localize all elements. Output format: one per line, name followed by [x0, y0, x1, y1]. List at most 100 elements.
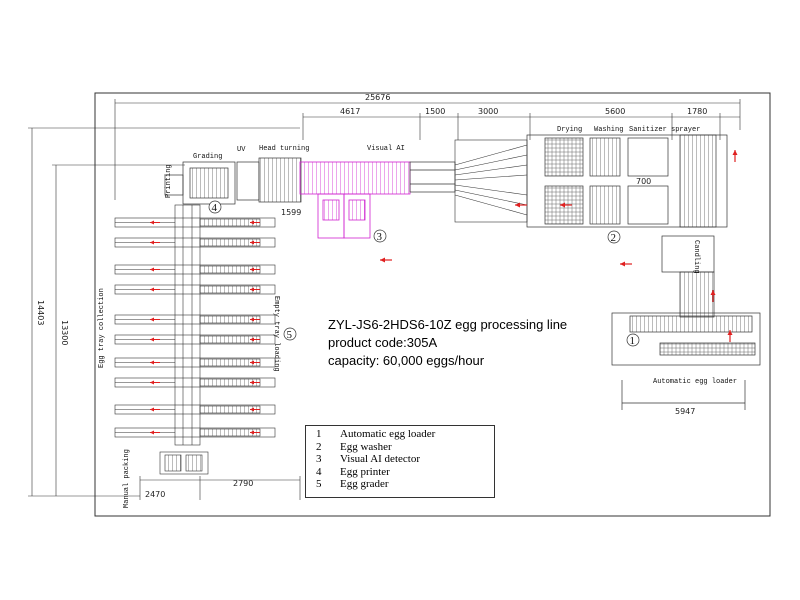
dim-700: 700: [636, 177, 651, 186]
top-dimension-lines: [114, 99, 741, 200]
flow-arrow-head: [150, 407, 154, 412]
flow-arrow-head: [150, 267, 154, 272]
flow-arrow-head: [250, 337, 254, 342]
grader-spine: [174, 204, 201, 446]
flow-arrow-head: [150, 317, 154, 322]
marker-1: 1: [630, 335, 636, 347]
legend-item-text: Egg printer: [340, 465, 390, 478]
flow-arrow-head: [250, 267, 254, 272]
label-drying: Drying: [557, 126, 582, 134]
flow-arrow-head: [732, 150, 738, 155]
legend-item-text: Egg washer: [340, 440, 392, 453]
marker-4-circle: [208, 200, 222, 214]
head-turning-unit: [236, 157, 302, 203]
flow-arrow-head: [727, 330, 733, 335]
legend-item-number: 2: [316, 440, 322, 453]
line-title-block: ZYL-JS6-2HDS6-10Z egg processing line pr…: [328, 316, 567, 370]
printer-station: [164, 161, 236, 205]
label-uv: UV: [237, 146, 246, 154]
marker-2: 2: [611, 232, 617, 244]
flow-arrow-head: [150, 287, 154, 292]
collection-lane-arrows: [150, 220, 260, 435]
flow-arrow-head: [620, 261, 625, 267]
collection-lanes: [114, 217, 276, 438]
legend-item: 2 Egg washer: [316, 441, 494, 454]
flow-arrow-head: [150, 360, 154, 365]
marker-5-circle: [283, 327, 297, 341]
legend-item: 3 Visual AI detector: [316, 453, 494, 466]
legend-box: 1 Automatic egg loader 2 Egg washer 3 Visua…: [305, 425, 495, 498]
egg-loader: [611, 312, 761, 410]
product-code: product code:305A: [328, 335, 438, 350]
dim-5947: 5947: [675, 407, 695, 416]
marker-2-circle: [607, 230, 621, 244]
flow-arrow-head: [150, 337, 154, 342]
label-visual-ai: Visual AI: [367, 145, 405, 153]
label-candling: Candling: [692, 240, 700, 274]
flow-arrow-head: [150, 240, 154, 245]
label-grading: Grading: [193, 153, 222, 161]
legend-item-text: Egg grader: [340, 478, 389, 490]
manual-packing-area: [139, 451, 301, 500]
legend-item: 4 Egg printer: [316, 466, 494, 479]
marker-1-circle: [626, 333, 640, 347]
label-printing: Printing: [165, 164, 173, 198]
flow-arrow-head: [250, 430, 254, 435]
dim-inner-height: 13300: [60, 320, 69, 345]
flow-arrow-head: [150, 220, 154, 225]
flow-arrow-head: [250, 360, 254, 365]
dim-overall-width: 25676: [365, 93, 390, 102]
legend-item-text: Visual AI detector: [340, 453, 420, 465]
flow-arrow-head: [515, 202, 520, 208]
dim-overall-height: 14403: [36, 300, 45, 325]
candling-unit: [661, 235, 715, 318]
connector-conveyor: [409, 161, 456, 193]
marker-5: 5: [287, 329, 293, 341]
flow-arrow-head: [250, 240, 254, 245]
flow-arrow-head: [150, 430, 154, 435]
flow-arrow-head: [250, 317, 254, 322]
dim-1500: 1500: [425, 107, 445, 116]
capacity-text: capacity: 60,000 eggs/hour: [328, 353, 485, 368]
label-head-turning: Head turning: [259, 145, 309, 153]
label-sanitizer-sprayer: Sanitizer sprayer: [629, 126, 700, 134]
legend-item: 5 Egg grader: [316, 478, 494, 491]
label-washing: Washing: [594, 126, 623, 134]
label-empty-tray-loading: Empty tray loading: [272, 296, 280, 372]
left-dimension-lines: [28, 127, 300, 497]
dim-2790: 2790: [233, 479, 253, 488]
flow-arrow-head: [710, 290, 716, 295]
label-manual-packing: Manual packing: [123, 449, 131, 508]
dim-5600: 5600: [605, 107, 625, 116]
dim-1780: 1780: [687, 107, 707, 116]
line-model-title: ZYL-JS6-2HDS6-10Z egg processing line: [328, 317, 568, 332]
legend-item-text: Automatic egg loader: [340, 428, 436, 440]
flow-arrows: [380, 150, 738, 342]
legend-item-number: 1: [316, 428, 322, 440]
flow-arrow-head: [250, 220, 254, 225]
legend-item-number: 4: [316, 465, 322, 478]
flow-arrow-head: [250, 407, 254, 412]
flow-arrow-head: [380, 257, 385, 263]
dim-2470: 2470: [145, 490, 165, 499]
flow-arrow-head: [250, 287, 254, 292]
marker-3: 3: [377, 231, 383, 243]
dim-3000: 3000: [478, 107, 498, 116]
converging-conveyor: [454, 139, 528, 223]
label-egg-tray-collection: Egg tray collection: [98, 288, 106, 368]
flow-arrow-head: [560, 202, 565, 208]
legend-item: 1 Automatic egg loader: [316, 428, 494, 441]
egg-washer: [526, 134, 728, 228]
dim-4617: 4617: [340, 107, 360, 116]
label-auto-loader: Automatic egg loader: [653, 378, 737, 386]
flow-arrow-head: [150, 380, 154, 385]
sheet-frame: [94, 92, 771, 517]
dim-1599: 1599: [281, 208, 301, 217]
marker-4: 4: [212, 202, 218, 214]
visual-ai-detector: [299, 161, 411, 239]
marker-3-circle: [373, 229, 387, 243]
flow-arrow-head: [250, 380, 254, 385]
legend-item-number: 5: [316, 478, 322, 490]
legend-item-number: 3: [316, 453, 322, 465]
